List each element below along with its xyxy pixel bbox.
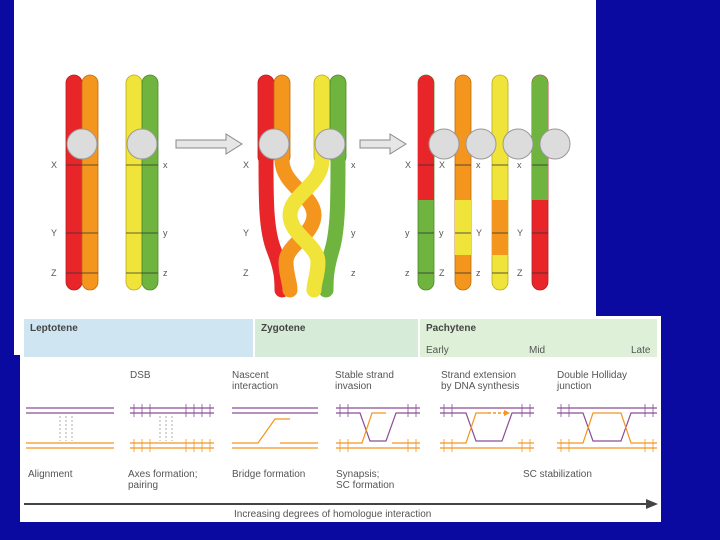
locus-label: Y: [476, 228, 482, 238]
interaction-axis: Increasing degrees of homologue interact…: [24, 499, 658, 520]
centromere: [428, 128, 460, 160]
locus-label: z: [405, 268, 410, 278]
caption: SC stabilization: [523, 469, 592, 480]
locus-label: y: [405, 228, 410, 238]
locus-label: X: [51, 160, 57, 170]
event-label: interaction: [232, 381, 278, 392]
stage-label-pachytene: Pachytene: [426, 323, 476, 334]
event-labels: DSB Nascent interaction Stable strand in…: [130, 370, 627, 392]
duplex-strand-extension: [440, 404, 534, 452]
caption: Axes formation;: [128, 469, 197, 480]
event-label: DSB: [130, 370, 151, 381]
event-label: by DNA synthesis: [441, 381, 519, 392]
caption: Alignment: [28, 469, 73, 480]
meiotic-prophase-panel: Leptotene Zygotene Pachytene Early Mid L…: [20, 316, 661, 522]
chromosome-diagram: X Y Z x y z X Y Z x y z: [51, 74, 571, 298]
locus-label: Z: [439, 268, 445, 278]
event-label: invasion: [335, 381, 372, 392]
axis-arrowhead-icon: [646, 499, 658, 509]
chromosome-crossover-panel: X Y Z x y z X Y Z x y z: [14, 0, 596, 355]
caption: pairing: [128, 480, 158, 491]
stage-label-leptotene: Leptotene: [30, 323, 78, 334]
stage-bar-pachytene: [420, 319, 657, 357]
locus-label: z: [476, 268, 481, 278]
process-captions: Alignment Axes formation; pairing Bridge…: [28, 469, 592, 491]
homologue-interaction-diagram: Leptotene Zygotene Pachytene Early Mid L…: [24, 319, 658, 520]
duplex-alignment: [26, 407, 114, 449]
stage-bars: Leptotene Zygotene Pachytene Early Mid L…: [24, 319, 657, 357]
locus-label: X: [243, 160, 249, 170]
event-label: Stable strand: [335, 370, 394, 381]
centromere: [258, 128, 290, 160]
caption: Synapsis;: [336, 469, 379, 480]
stage-bar-zygotene: [255, 319, 418, 357]
event-label: junction: [556, 381, 591, 392]
duplex-dsb: [130, 404, 214, 452]
locus-label: Y: [243, 228, 249, 238]
recombinant-chromatid-3: [491, 74, 509, 291]
locus-label: z: [163, 268, 168, 278]
centromere: [66, 128, 98, 160]
caption: Bridge formation: [232, 469, 305, 480]
centromere: [126, 128, 158, 160]
chromatid-yellow: [282, 152, 330, 298]
progression-arrow-icon: [359, 133, 407, 155]
locus-label: y: [351, 228, 356, 238]
caption: SC formation: [336, 480, 394, 491]
chromatid-green: [318, 152, 346, 298]
locus-label: Z: [517, 268, 523, 278]
locus-label: z: [351, 268, 356, 278]
homologue-pair-crossing: X Y Z x y z: [243, 74, 356, 298]
recombinant-chromatids: X y z X y Z x Y z x Y Z: [405, 74, 571, 291]
centromere: [502, 128, 534, 160]
substage-label-late: Late: [631, 345, 651, 356]
duplex-bridge: [232, 407, 318, 449]
locus-label: x: [476, 160, 481, 170]
locus-label: Z: [243, 268, 249, 278]
event-label: Nascent: [232, 370, 269, 381]
substage-label-early: Early: [426, 345, 449, 356]
centromere: [539, 128, 571, 160]
centromere: [465, 128, 497, 160]
locus-label: x: [517, 160, 522, 170]
locus-label: X: [439, 160, 445, 170]
substage-label-mid: Mid: [529, 345, 545, 356]
locus-label: x: [163, 160, 168, 170]
chromatid-green: [141, 74, 159, 291]
homologue-pair-before: X Y Z x y z: [51, 74, 168, 291]
locus-label: x: [351, 160, 356, 170]
chromatid-yellow: [125, 74, 143, 291]
duplex-holliday-junction: [557, 404, 657, 452]
stage-label-zygotene: Zygotene: [261, 323, 306, 334]
chromatid-red: [65, 74, 83, 291]
locus-label: y: [439, 228, 444, 238]
locus-label: Y: [51, 228, 57, 238]
progression-arrow-icon: [175, 133, 243, 155]
recombinant-chromatid-2: [454, 74, 472, 291]
centromere: [314, 128, 346, 160]
stage-bar-leptotene: [24, 319, 253, 357]
axis-label: Increasing degrees of homologue interact…: [234, 509, 431, 520]
locus-label: Y: [517, 228, 523, 238]
chromatid-orange: [81, 74, 99, 291]
locus-label: X: [405, 160, 411, 170]
locus-label: y: [163, 228, 168, 238]
event-label: Strand extension: [441, 370, 516, 381]
event-label: Double Holliday: [557, 370, 627, 381]
arrowhead-icon: [504, 410, 510, 416]
locus-label: Z: [51, 268, 57, 278]
duplex-strand-invasion: [336, 404, 420, 452]
